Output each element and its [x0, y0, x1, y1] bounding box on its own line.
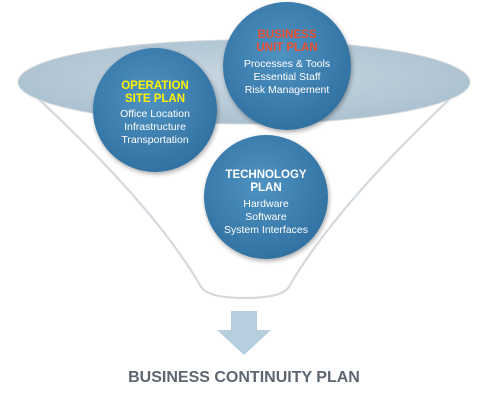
technology-plan-circle — [204, 135, 328, 259]
arrow-down-icon — [217, 311, 271, 355]
technology-plan-item: Hardware — [243, 198, 289, 210]
technology-plan-heading-line2: PLAN — [250, 182, 281, 194]
technology-plan-item: System Interfaces — [224, 224, 308, 236]
operation-site-plan-item: Transportation — [121, 134, 188, 146]
business-unit-plan-item: Risk Management — [245, 84, 330, 96]
business-unit-plan-item: Essential Staff — [254, 71, 321, 83]
business-unit-plan-heading-line2: UNIT PLAN — [256, 42, 317, 54]
business-unit-plan — [223, 2, 351, 130]
diagram-title: BUSINESS CONTINUITY PLAN — [128, 369, 360, 386]
technology-plan-heading-line1: TECHNOLOGY — [225, 169, 306, 181]
business-unit-plan-circle — [223, 2, 351, 130]
technology-plan — [204, 135, 328, 259]
operation-site-plan-heading-line2: SITE PLAN — [125, 93, 185, 105]
operation-site-plan-heading-line1: OPERATION — [121, 80, 189, 92]
technology-plan-item: Software — [245, 211, 287, 223]
business-unit-plan-heading-line1: BUSINESS — [258, 29, 317, 41]
operation-site-plan-item: Office Location — [120, 108, 190, 120]
business-unit-plan-item: Processes & Tools — [244, 58, 330, 70]
operation-site-plan-circle — [93, 48, 217, 172]
operation-site-plan-item: Infrastructure — [124, 121, 186, 133]
operation-site-plan — [93, 48, 217, 172]
